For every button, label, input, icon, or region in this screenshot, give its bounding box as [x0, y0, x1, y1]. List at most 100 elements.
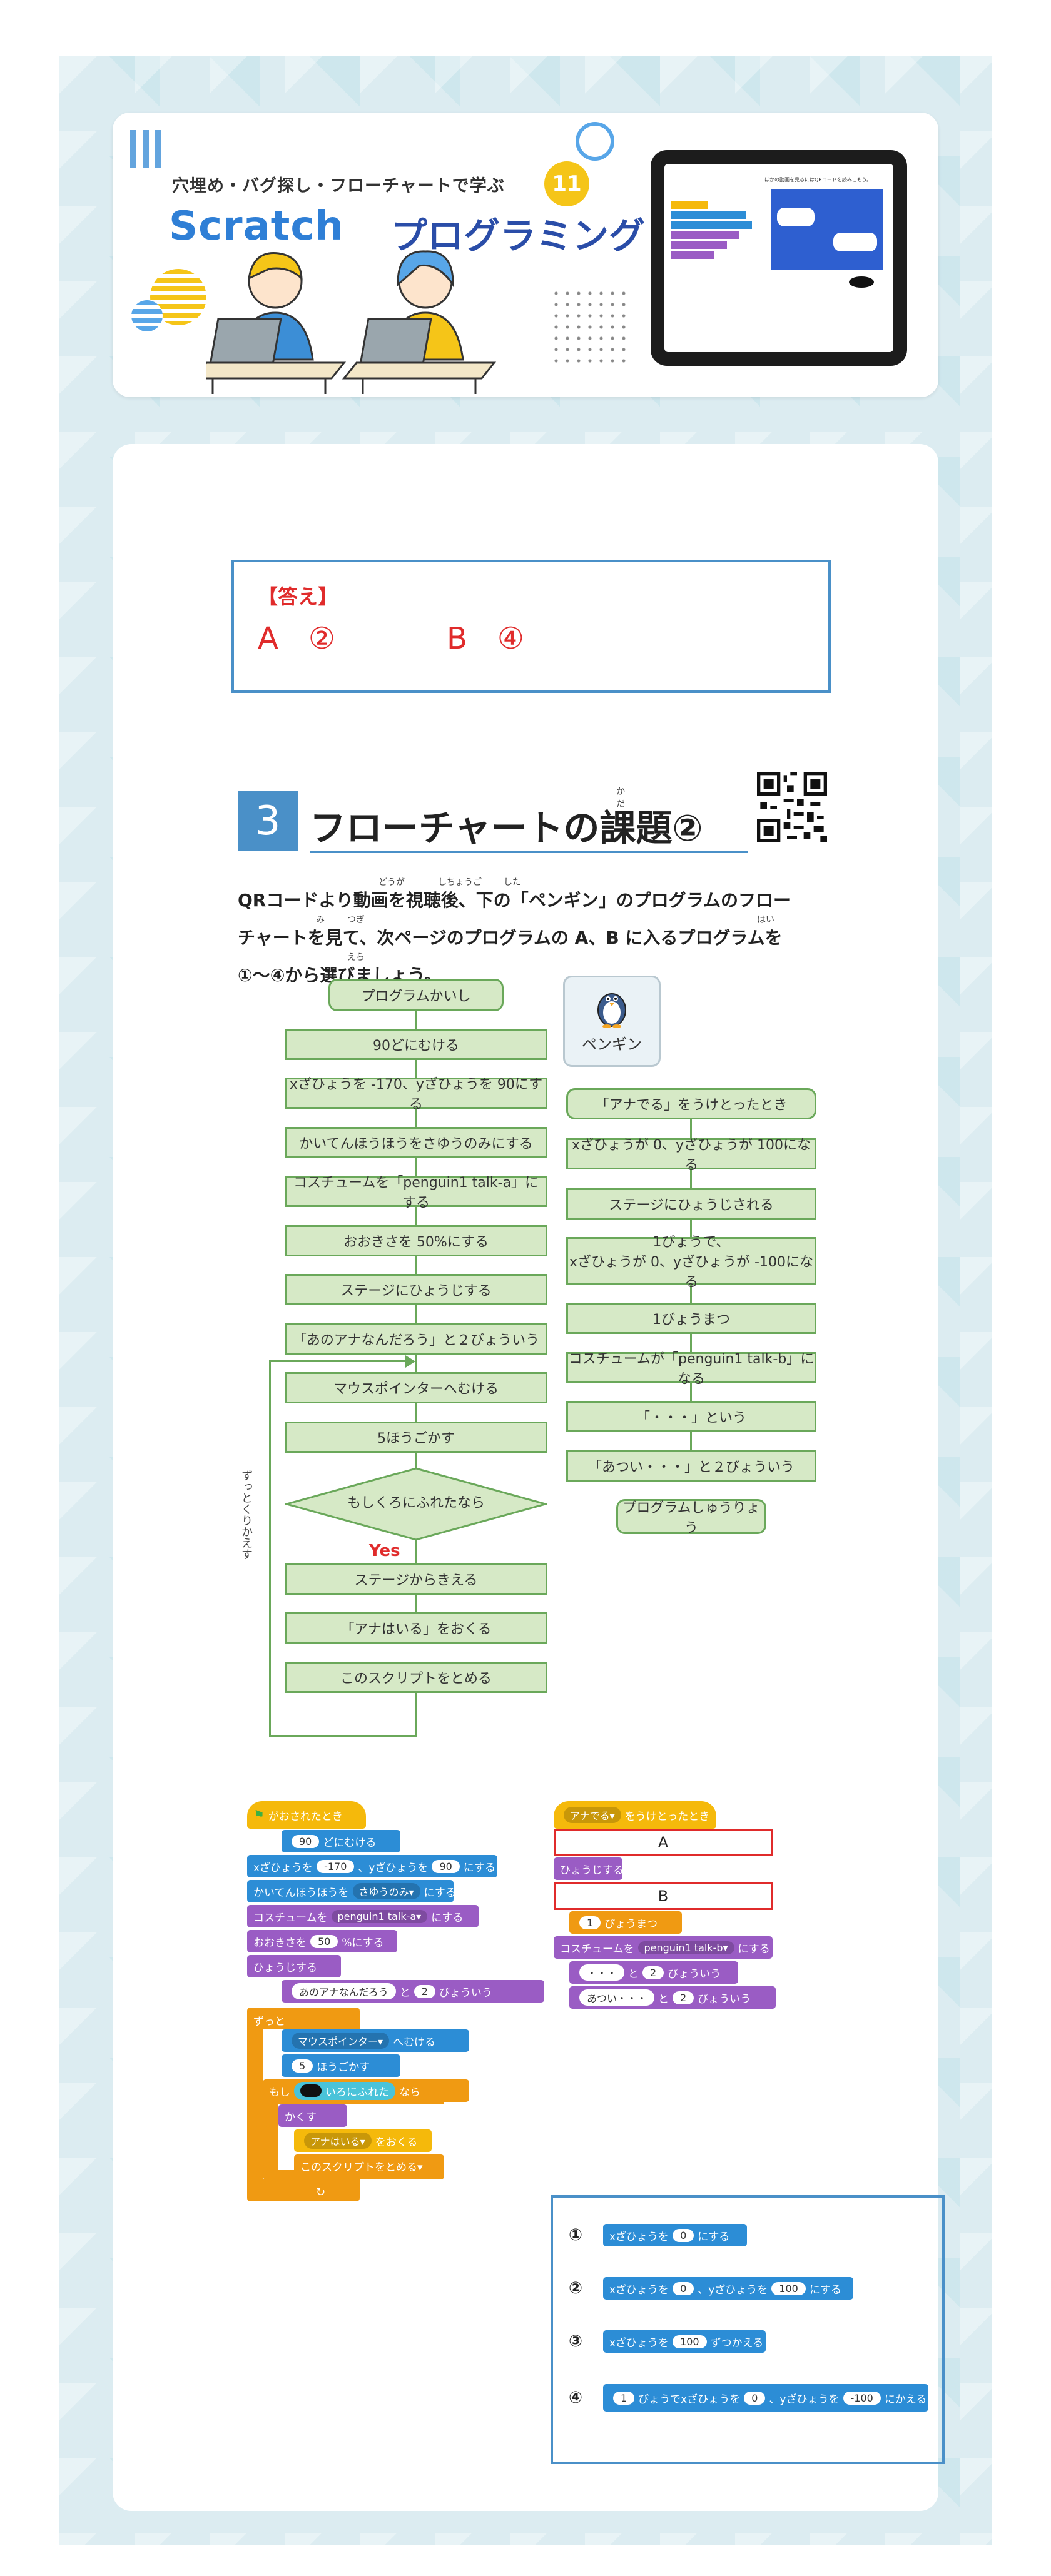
- block-rotation-style[interactable]: かいてんほうほうを さゆうのみ▾ にする: [247, 1880, 456, 1902]
- block-when-flag-clicked[interactable]: ⚑ がおされたとき: [247, 1801, 366, 1829]
- program-slot-b[interactable]: B: [554, 1882, 773, 1910]
- block-value[interactable]: 2: [414, 1984, 435, 1998]
- block-value[interactable]: 5: [292, 2059, 313, 2073]
- block-value[interactable]: 2: [673, 1991, 694, 2004]
- block-text: をうけとったとき: [624, 1810, 710, 1823]
- block-value[interactable]: 90: [292, 1834, 320, 1848]
- block-text: %にする: [342, 1936, 384, 1949]
- block-value[interactable]: 1: [613, 2391, 635, 2405]
- block-text: xざひょうを: [253, 1861, 313, 1874]
- block-text: と: [658, 1993, 669, 2006]
- block-text: いろにふれた: [325, 2086, 389, 2099]
- flow-step: ステージからきえる: [285, 1563, 547, 1595]
- loop-arrow-icon: ↻: [316, 2186, 326, 2199]
- block-dropdown[interactable]: アナでる▾: [564, 1807, 621, 1823]
- block-text: ひょうじする: [253, 1961, 317, 1974]
- block-text: びょうでxざひょうを: [638, 2393, 741, 2406]
- block-show[interactable]: ひょうじする: [247, 1955, 341, 1977]
- block-show[interactable]: ひょうじする: [554, 1857, 624, 1880]
- block-text: ひょうじする: [560, 1864, 624, 1877]
- block-point-direction[interactable]: 90 どにむける: [282, 1830, 400, 1852]
- flow-yes-label: Yes: [369, 1542, 400, 1560]
- loop-line: [415, 1693, 417, 1737]
- block-dropdown[interactable]: penguin1 talk-a▾: [331, 1909, 428, 1923]
- flow-step: xざひょうを -170、yざひょうを 90にする: [285, 1077, 547, 1113]
- choice-1-block[interactable]: xざひょうを 0 にする: [603, 2224, 747, 2246]
- block-text: へむける: [393, 2036, 436, 2049]
- block-dropdown[interactable]: penguin1 talk-b▾: [637, 1941, 734, 1954]
- main-card: 【答え】 A ② B ④ 3 かだい フローチャートの課題②: [113, 444, 945, 2511]
- block-text: ずっと: [253, 2016, 285, 2028]
- block-text: かくす: [285, 2111, 317, 2124]
- flow-connector: [415, 994, 417, 1632]
- block-text: と: [628, 1967, 639, 1981]
- block-if-header[interactable]: もし いろにふれた なら: [263, 2079, 469, 2102]
- choice-4-block[interactable]: 1 びょうでxざひょうを 0 、yざひょうを -100 にかえる: [603, 2384, 928, 2412]
- block-say-for-secs[interactable]: ・・・ と 2 びょういう: [569, 1961, 738, 1984]
- block-dropdown[interactable]: アナはいる▾: [304, 2133, 372, 2149]
- block-value[interactable]: 50: [310, 1934, 338, 1948]
- choices-box: ① xざひょうを 0 にする ② xざひょうを 0 、yざひょうを 100 にす…: [551, 2195, 945, 2464]
- block-value[interactable]: ・・・: [579, 1964, 625, 1981]
- sensing-touching-color[interactable]: いろにふれた: [294, 2081, 395, 2100]
- flow-step: 「あのアナなんだろう」と２びょういう: [285, 1323, 547, 1355]
- block-text: にする: [698, 2230, 730, 2243]
- block-value[interactable]: 0: [673, 2281, 694, 2295]
- block-wait[interactable]: 1 びょうまつ: [569, 1911, 682, 1934]
- block-when-receive[interactable]: アナでる▾ をうけとったとき: [554, 1801, 716, 1829]
- instructions-line-1: QRコードより動画を視聴後、下の「ペンギン」のプログラムのフロー: [238, 890, 791, 911]
- block-text: xざひょうを: [609, 2283, 669, 2296]
- block-say-for-secs[interactable]: あつい・・・ と 2 びょういう: [569, 1986, 776, 2009]
- banner-title-programming: プログラミング: [391, 215, 646, 257]
- flow-right-step-line: 1びょうで、: [652, 1235, 730, 1250]
- block-text: もし: [269, 2086, 290, 2099]
- block-value[interactable]: 0: [744, 2391, 766, 2405]
- penguin-sprite-card[interactable]: ペンギン: [563, 976, 661, 1067]
- color-swatch-icon[interactable]: [300, 2084, 322, 2097]
- pixel-decoration: [130, 130, 168, 168]
- block-value-x[interactable]: -170: [317, 1859, 355, 1873]
- issue-number-badge: 11: [544, 161, 589, 206]
- banner-title-scratch: Scratch: [169, 203, 344, 250]
- block-value[interactable]: -100: [843, 2391, 881, 2405]
- block-text: にする: [431, 1911, 464, 1924]
- program-slot-a[interactable]: A: [554, 1829, 773, 1856]
- flow-step: マウスポインターへむける: [285, 1372, 547, 1403]
- block-switch-costume[interactable]: コスチュームを penguin1 talk-a▾ にする: [247, 1905, 479, 1927]
- block-value[interactable]: 100: [771, 2281, 806, 2295]
- block-value[interactable]: 1: [579, 1916, 601, 1929]
- flow-right-step: コスチュームが「penguin1 talk-b」になる: [566, 1351, 816, 1387]
- block-text: と: [399, 1986, 410, 1999]
- block-value[interactable]: 2: [642, 1966, 664, 1979]
- block-set-size[interactable]: おおきさを 50 %にする: [247, 1930, 397, 1952]
- choice-2-block[interactable]: xざひょうを 0 、yざひょうを 100 にする: [603, 2277, 853, 2300]
- block-text: コスチュームを: [560, 1942, 634, 1956]
- block-value[interactable]: 100: [673, 2335, 707, 2348]
- block-dropdown[interactable]: さゆうのみ▾: [352, 1883, 420, 1899]
- choice-number: ②: [569, 2279, 583, 2298]
- answer-title: 【答え】: [258, 585, 338, 609]
- block-text: ほうごかす: [317, 2061, 370, 2074]
- flow-step: かいてんほうほうをさゆうのみにする: [285, 1127, 547, 1158]
- block-say-for-secs[interactable]: あのアナなんだろう と 2 びょういう: [282, 1980, 544, 2003]
- block-value[interactable]: あつい・・・: [579, 1989, 655, 2006]
- block-go-to-xy[interactable]: xざひょうを -170 、yざひょうを 90 にする: [247, 1855, 497, 1877]
- block-switch-costume[interactable]: コスチュームを penguin1 talk-b▾ にする: [554, 1936, 773, 1959]
- choice-3-block[interactable]: xざひょうを 100 ずつかえる: [603, 2330, 766, 2353]
- qr-code[interactable]: [757, 772, 827, 842]
- block-dropdown[interactable]: マウスポインター▾: [292, 2033, 390, 2049]
- block-value[interactable]: 0: [673, 2228, 694, 2242]
- block-text: をおくる: [375, 2136, 418, 2149]
- block-value-y[interactable]: 90: [432, 1859, 460, 1873]
- block-text: xざひょうを: [609, 2336, 669, 2350]
- section-underline: [310, 851, 748, 853]
- block-hide[interactable]: かくす: [278, 2104, 347, 2127]
- block-move-steps[interactable]: 5 ほうごかす: [282, 2054, 400, 2077]
- block-broadcast[interactable]: アナはいる▾ をおくる: [294, 2129, 432, 2152]
- tablet-illustration: ほかの動画を見るにはQRコードを読みこもう。: [651, 150, 907, 366]
- dot-pattern-decoration: [551, 288, 626, 363]
- block-point-towards[interactable]: マウスポインター▾ へむける: [282, 2029, 469, 2052]
- block-value[interactable]: あのアナなんだろう: [292, 1983, 396, 1999]
- flow-right-step-line: xざひょうが 0、yざひょうが -100になる: [569, 1255, 813, 1290]
- block-stop[interactable]: このスクリプトをとめる▾: [294, 2154, 444, 2177]
